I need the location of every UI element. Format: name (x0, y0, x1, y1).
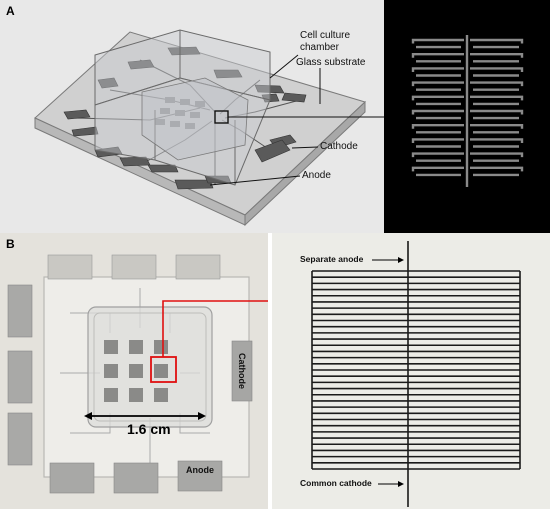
chamber-leader (269, 54, 299, 79)
microscope-trace-path (311, 241, 521, 507)
separate-anode-label: Separate anode (300, 254, 364, 264)
scale-bar-arrow-right (198, 412, 206, 420)
scale-bar-arrow-left (84, 412, 92, 420)
separate-anode-arrowhead (398, 257, 404, 263)
left-pads (7, 284, 33, 466)
scale-bar-text: 1.6 cm (127, 421, 171, 437)
cell-culture-chamber-label-line1: Cell culture (300, 30, 351, 41)
panel-a: A Cell culture chamber Glass substrate C… (0, 0, 550, 233)
pdms-chamber (87, 306, 213, 428)
anode-leader (209, 175, 301, 186)
cathode-label: Cathode (320, 141, 358, 152)
panel-divider (268, 233, 272, 509)
right-pad (231, 340, 253, 402)
photo-micro-electrode-array (104, 340, 168, 402)
inset-trace-path (411, 35, 524, 187)
microscope-interdigitated-traces (311, 241, 521, 507)
anode-tag: Anode (186, 465, 214, 475)
photo-zoom-connector (162, 300, 303, 357)
cathode-leader (291, 146, 319, 149)
panel-b-graphic (0, 233, 550, 509)
cathode-tag: Cathode (237, 353, 247, 389)
microscope-background (272, 233, 550, 509)
anode-label: Anode (302, 170, 331, 181)
interdigitated-electrode-traces (411, 35, 524, 187)
bottom-pads (49, 460, 223, 494)
top-pads (47, 254, 221, 280)
glass-substrate-side-right (244, 100, 366, 227)
glass-substrate-label: Glass substrate (296, 57, 366, 68)
panel-b-label: B (6, 237, 15, 251)
inner-well (141, 77, 249, 161)
common-cathode-arrowhead (398, 481, 404, 487)
panel-a-graphic (0, 0, 550, 233)
pdms-chamber-inner (93, 312, 207, 422)
common-cathode-label: Common cathode (300, 478, 372, 488)
cell-culture-chamber-label-line2: chamber (300, 42, 339, 53)
panel-a-label: A (6, 4, 15, 18)
panel-b: B 1.6 cm Cathode Anode Separate anode Co… (0, 233, 550, 509)
